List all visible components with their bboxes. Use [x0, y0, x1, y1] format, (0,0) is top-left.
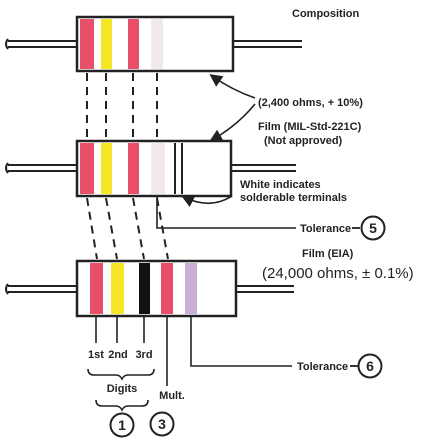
- composition-right-lead: [233, 40, 302, 48]
- digit-2nd-label: 2nd: [108, 349, 128, 361]
- alignment-lines-lower: [86, 197, 169, 260]
- tolerance-5-callout: 5: [360, 215, 386, 241]
- composition-resistor: Composition: [5, 8, 359, 73]
- digits-callout: 1: [109, 412, 135, 438]
- mil-film-label-line1: Film (MIL-Std-221C): [258, 121, 362, 133]
- digit-1st-label: 1st: [88, 349, 104, 361]
- eia-right-lead: [236, 285, 294, 293]
- mil-white-terminal-band: [174, 143, 183, 194]
- digits-callout-bracket: [95, 399, 149, 412]
- digits-callout-number: 1: [118, 417, 126, 433]
- tolerance-5-number: 5: [369, 220, 377, 236]
- composition-label: Composition: [292, 8, 359, 20]
- eia-band-1: [90, 263, 103, 314]
- mil-film-label-line2: (Not approved): [264, 135, 343, 147]
- composition-band-1: [80, 19, 94, 69]
- eia-film-resistor: Film (EIA) (24,000 ohms, ± 0.1%): [5, 248, 414, 318]
- alignment-lines-upper: [86, 73, 158, 138]
- tolerance-5-leader: [156, 196, 296, 229]
- composition-value-label: (2,400 ohms, + 10%): [258, 97, 363, 109]
- tolerance-6-number: 6: [366, 358, 374, 374]
- eia-band-2: [111, 263, 124, 314]
- mult-callout: 3: [149, 411, 175, 437]
- mult-callout-number: 3: [158, 416, 166, 432]
- composition-band-4: [151, 19, 163, 69]
- eia-band-5: [185, 263, 197, 314]
- digits-label: Digits: [107, 383, 138, 395]
- eia-band-4: [161, 263, 173, 314]
- eia-band-3: [139, 263, 150, 314]
- tolerance-6-callout: 6: [357, 353, 383, 379]
- value-pointer-arrows: [209, 74, 256, 142]
- mil-film-resistor: Film (MIL-Std-221C) (Not approved): [5, 121, 362, 198]
- eia-left-lead: [5, 283, 77, 295]
- tolerance-5-label: Tolerance: [300, 223, 351, 235]
- composition-band-3: [128, 19, 139, 69]
- mil-right-lead: [231, 164, 296, 172]
- eia-value-label: (24,000 ohms, ± 0.1%): [262, 265, 414, 282]
- mil-band-3: [128, 143, 139, 194]
- tolerance-6-label: Tolerance: [297, 361, 348, 373]
- mil-band-1: [80, 143, 94, 194]
- eia-band-leaders: [95, 316, 168, 386]
- eia-resistor-body: [75, 259, 238, 318]
- white-note-arrow: [181, 195, 233, 208]
- composition-band-2: [101, 19, 112, 69]
- mil-band-4: [151, 143, 165, 194]
- mult-label: Mult.: [159, 390, 185, 402]
- tolerance-6-leader: [190, 316, 292, 367]
- eia-film-label: Film (EIA): [302, 248, 354, 260]
- white-note-line2: solderable terminals: [240, 192, 347, 204]
- digit-3rd-label: 3rd: [135, 349, 152, 361]
- composition-left-lead: [5, 38, 77, 50]
- digits-bracket: [87, 368, 155, 381]
- mil-band-2: [101, 143, 112, 194]
- mil-left-lead: [5, 162, 77, 174]
- white-note-line1: White indicates: [240, 179, 321, 191]
